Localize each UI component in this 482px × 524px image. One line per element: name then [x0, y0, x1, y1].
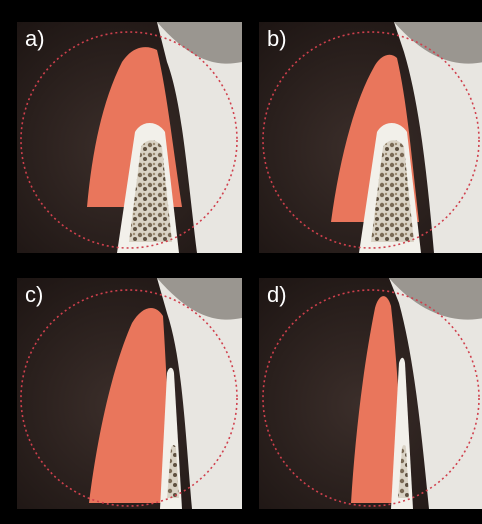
- panel-a-illustration: [17, 22, 242, 253]
- panel-d-label: d): [267, 282, 287, 308]
- panel-b-illustration: [259, 22, 482, 253]
- panel-d: d): [259, 278, 482, 509]
- panel-b-label: b): [267, 26, 287, 52]
- panel-a-label: a): [25, 26, 45, 52]
- panel-a: a): [17, 22, 242, 253]
- panel-c-illustration: [17, 278, 242, 509]
- panel-d-illustration: [259, 278, 482, 509]
- panel-b: b): [259, 22, 482, 253]
- panel-c: c): [17, 278, 242, 509]
- panel-c-label: c): [25, 282, 43, 308]
